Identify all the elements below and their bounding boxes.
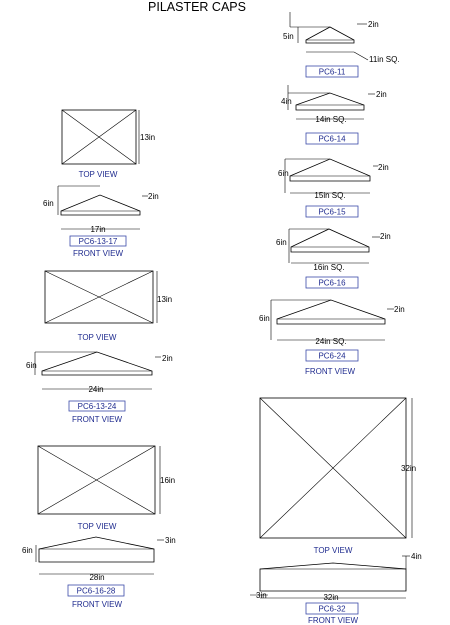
top-view-caption: TOP VIEW	[79, 170, 118, 179]
model-code-box	[305, 132, 359, 145]
edge-label: 2in	[376, 90, 387, 99]
front-view-outline	[295, 92, 365, 111]
model-code: PC6-15	[318, 208, 346, 217]
front-view-caption: FRONT VIEW	[72, 415, 123, 424]
diagonal-line	[61, 109, 137, 165]
edge-label: 2in	[394, 305, 405, 314]
top-view-outline	[259, 397, 407, 539]
front-view-outline	[290, 228, 370, 253]
front-view-outline	[259, 562, 407, 592]
model-code: PC6-16	[318, 279, 346, 288]
model-code-box	[69, 235, 127, 247]
front-view-outline	[60, 194, 141, 216]
height-label: 6in	[276, 238, 287, 247]
model-code: PC6-11	[319, 68, 346, 77]
model-code-box	[305, 205, 359, 218]
model-code-box	[305, 276, 359, 289]
cap-pc6-13-24: 13in TOP VIEW 6in 2in 24in PC6-13-24 FRO…	[26, 270, 173, 424]
front-view-outline	[38, 536, 155, 563]
height-label: 4in	[281, 97, 292, 106]
depth-label: 32in	[401, 464, 416, 473]
top-view-caption: TOP VIEW	[314, 546, 353, 555]
model-code: PC6-32	[318, 605, 346, 614]
cap-pc6-13-17: 13in TOP VIEW 6in 2in 17in PC6-13-17 FRO…	[43, 109, 159, 258]
page-title: PILASTER CAPS	[148, 0, 246, 14]
edge-label: 4in	[411, 552, 422, 561]
depth-label: 13in	[157, 295, 172, 304]
front-view-caption: FRONT VIEW	[73, 249, 124, 258]
diagonal-line	[37, 445, 156, 515]
model-code: PC6-14	[318, 135, 346, 144]
height-label: 5in	[283, 32, 294, 41]
width-label: 28in	[89, 573, 104, 582]
diagonal-line	[44, 270, 154, 324]
cap-pc6-15: 6in 2in 15in SQ. PC6-15	[278, 158, 389, 218]
edge-label: 2in	[148, 192, 159, 201]
front-view-caption: FRONT VIEW	[305, 367, 356, 376]
front-view-outline	[305, 26, 355, 44]
model-code-box	[68, 400, 126, 412]
width-label: 16in SQ.	[313, 263, 344, 272]
model-code-box	[67, 584, 125, 597]
front-view-outline	[289, 158, 371, 182]
height-label: 6in	[26, 361, 37, 370]
width-label: 32in	[323, 593, 338, 602]
model-code-box	[305, 349, 359, 362]
width-label: 15in SQ.	[314, 191, 345, 200]
diagonal-line	[259, 397, 407, 539]
width-label: 11in SQ.	[369, 55, 400, 64]
cap-pc6-14: 4in 2in 14in SQ. PC6-14	[281, 85, 387, 145]
model-code: PC6-16-28	[77, 587, 116, 596]
top-view-outline	[61, 109, 137, 165]
depth-label: 16in	[160, 476, 175, 485]
model-code: PC6-13-17	[79, 237, 118, 246]
width-label: 14in SQ.	[315, 115, 346, 124]
model-code: PC6-13-24	[78, 402, 117, 411]
height-label: 6in	[278, 169, 289, 178]
front-view-outline	[276, 299, 386, 325]
cap-pc6-16: 6in 2in 16in SQ. PC6-16	[276, 228, 391, 289]
edge-label: 2in	[162, 354, 173, 363]
height-label: 6in	[259, 314, 270, 323]
model-code-box	[305, 65, 359, 78]
front-view-caption: FRONT VIEW	[308, 616, 359, 625]
front-view-caption: FRONT VIEW	[72, 600, 123, 609]
top-view-outline	[44, 270, 154, 324]
width-label: 17in	[90, 225, 105, 234]
model-code: PC6-24	[318, 352, 346, 361]
edge-label: 2in	[378, 163, 389, 172]
height-label: 3in	[256, 591, 267, 600]
edge-label: 2in	[380, 232, 391, 241]
model-code-box	[305, 602, 359, 615]
top-view-caption: TOP VIEW	[78, 333, 117, 342]
edge-label: 3in	[165, 536, 176, 545]
height-label: 6in	[43, 199, 54, 208]
front-view-outline	[41, 351, 153, 376]
width-label: 24in	[88, 385, 103, 394]
cap-pc6-11: 5in 2in 11in SQ. PC6-11	[283, 12, 400, 78]
cap-pc6-32: 32in TOP VIEW 4in 3in 32in PC6-32 FRONT …	[250, 397, 422, 625]
top-view-outline	[37, 445, 156, 515]
height-label: 6in	[22, 546, 33, 555]
width-label: 24in SQ.	[315, 337, 346, 346]
edge-label: 2in	[368, 20, 379, 29]
depth-label: 13in	[140, 133, 155, 142]
top-view-caption: TOP VIEW	[78, 522, 117, 531]
leader-line	[353, 51, 369, 61]
cap-pc6-24: 6in 2in 24in SQ. PC6-24 FRONT VIEW	[259, 299, 405, 376]
cap-pc6-16-28: 16in TOP VIEW 6in 3in 28in PC6-16-28 FRO…	[22, 445, 176, 609]
